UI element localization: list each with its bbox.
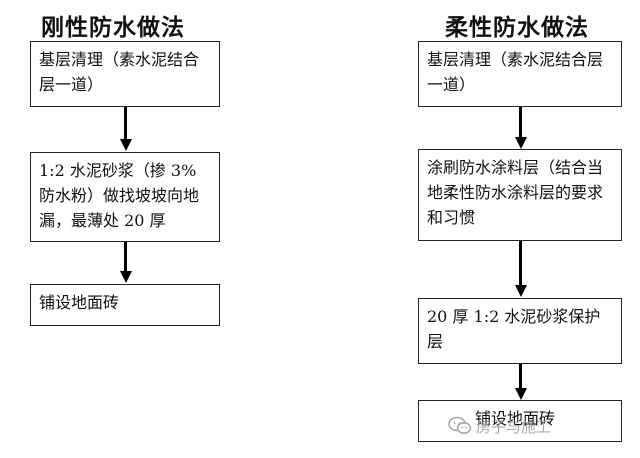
right-arrow-3-head (514, 388, 527, 400)
left-step-3: 铺设地面砖 (30, 284, 220, 326)
right-arrow-3 (519, 364, 522, 388)
left-arrow-2-head (119, 271, 132, 283)
right-arrow-2 (519, 241, 522, 285)
left-arrow-1 (124, 107, 127, 139)
right-step-2: 涂刷防水涂料层（结合当地柔性防水涂料层的要求和习惯 (418, 149, 622, 241)
right-arrow-1-head (514, 137, 527, 149)
left-step-2: 1:2 水泥砂浆（掺 3%防水粉）做找坡坡向地漏，最薄处 20 厚 (30, 152, 220, 242)
right-step-1: 基层清理（素水泥结合层一道） (418, 41, 622, 107)
right-step-3: 20 厚 1:2 水泥砂浆保护层 (418, 298, 622, 364)
left-step-1: 基层清理（素水泥结合层一道） (30, 41, 220, 107)
right-step-4: 铺设地面砖 (418, 400, 622, 442)
left-arrow-1-head (119, 139, 132, 151)
left-arrow-2 (124, 242, 127, 271)
right-arrow-1 (519, 107, 522, 137)
right-arrow-2-head (514, 285, 527, 297)
left-column-title: 刚性防水做法 (41, 15, 185, 41)
right-column-title: 柔性防水做法 (445, 15, 589, 41)
